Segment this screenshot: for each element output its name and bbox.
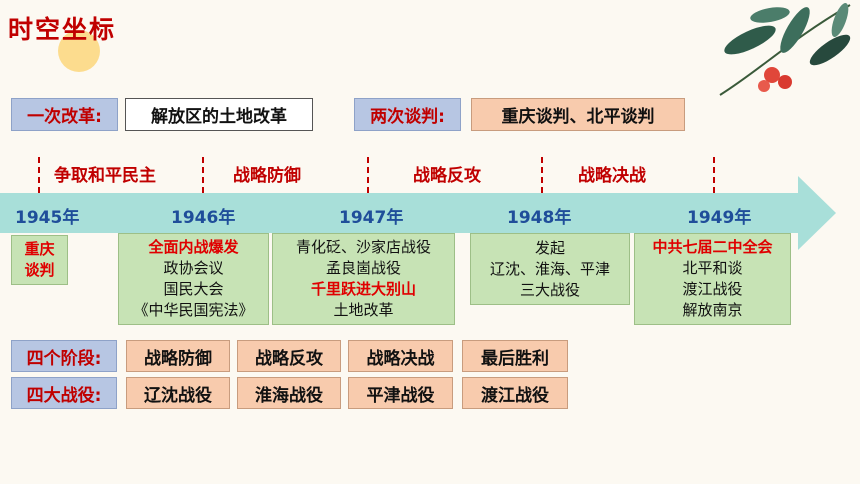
land-reform-label: 一次改革:: [11, 98, 118, 131]
four-battles-label: 四大战役:: [11, 377, 117, 409]
event-text: 重庆: [24, 240, 55, 258]
events-1946: 全面内战爆发 政协会议 国民大会 《中华民国宪法》: [118, 233, 269, 325]
battle-chip: 渡江战役: [462, 377, 568, 409]
event-text: 全面内战爆发: [148, 238, 239, 256]
year-1947: 1947年: [339, 208, 404, 228]
battle-chip: 淮海战役: [237, 377, 341, 409]
battle-chip: 平津战役: [348, 377, 453, 409]
event-text: 土地改革: [333, 301, 394, 319]
phase-divider: [38, 157, 40, 193]
stage-chip: 最后胜利: [462, 340, 568, 372]
event-text: 政协会议: [163, 259, 224, 277]
battle-chip: 辽沈战役: [126, 377, 230, 409]
phase-peace-democracy: 争取和平民主: [54, 166, 156, 186]
phase-strategic-defense: 战略防御: [233, 166, 301, 186]
event-text: 孟良崮战役: [325, 259, 401, 277]
stage-chip: 战略防御: [126, 340, 230, 372]
negotiations-label: 两次谈判:: [354, 98, 461, 131]
phase-divider: [541, 157, 543, 193]
event-text: 国民大会: [163, 280, 224, 298]
event-text: 中共七届二中全会: [652, 238, 773, 256]
timeline-band: [0, 193, 800, 233]
page-title: 时空坐标: [8, 15, 117, 44]
land-reform-value: 解放区的土地改革: [125, 98, 313, 131]
title-decor-dot: [58, 30, 100, 72]
event-text: 解放南京: [682, 301, 743, 319]
phase-strategic-decisive: 战略决战: [578, 166, 646, 186]
events-1948: 发起 辽沈、淮海、平津 三大战役: [470, 233, 630, 305]
four-stages-label: 四个阶段:: [11, 340, 117, 372]
events-1949: 中共七届二中全会 北平和谈 渡江战役 解放南京: [634, 233, 791, 325]
event-text: 北平和谈: [682, 259, 743, 277]
negotiations-value: 重庆谈判、北平谈判: [471, 98, 685, 131]
year-1948: 1948年: [507, 208, 572, 228]
event-text: 辽沈、淮海、平津: [489, 259, 610, 278]
event-text: 三大战役: [519, 280, 580, 299]
phase-divider: [202, 157, 204, 193]
phase-divider: [713, 157, 715, 193]
event-text: 千里跃进大别山: [310, 280, 416, 298]
timeline-arrow-head: [798, 176, 836, 250]
event-text: 青化砭、沙家店战役: [295, 238, 431, 256]
event-text: 渡江战役: [682, 280, 743, 298]
event-text: 发起: [534, 238, 565, 257]
year-1946: 1946年: [171, 208, 236, 228]
year-1949: 1949年: [687, 208, 752, 228]
stage-chip: 战略决战: [348, 340, 453, 372]
leaf-branch-decoration: [719, 2, 851, 96]
stage-chip: 战略反攻: [237, 340, 341, 372]
event-text: 谈判: [24, 261, 55, 279]
events-1947: 青化砭、沙家店战役 孟良崮战役 千里跃进大别山 土地改革: [272, 233, 455, 325]
phase-divider: [367, 157, 369, 193]
event-text: 《中华民国宪法》: [133, 301, 254, 319]
phase-strategic-counteroffensive: 战略反攻: [413, 166, 481, 186]
events-1945: 重庆 谈判: [11, 235, 68, 285]
year-1945: 1945年: [15, 208, 80, 228]
